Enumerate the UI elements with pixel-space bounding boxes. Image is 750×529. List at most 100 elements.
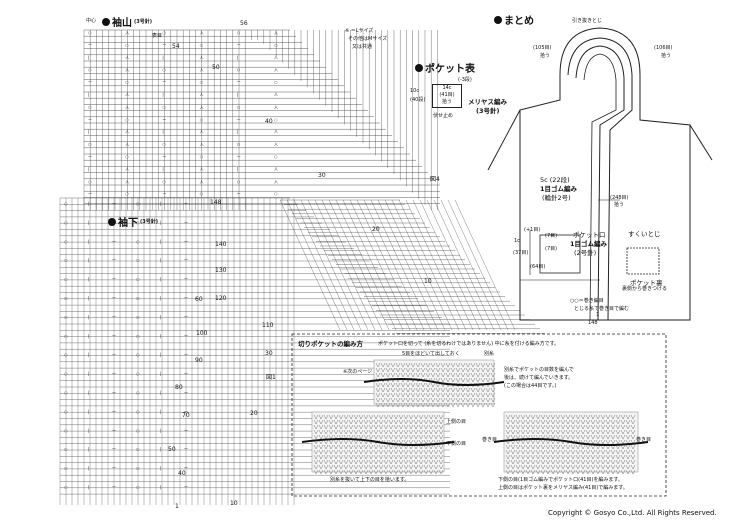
stitch-symbol: | bbox=[160, 220, 161, 225]
knit-stitch bbox=[440, 387, 446, 393]
stitch-symbol: | bbox=[160, 485, 161, 490]
knit-stitch bbox=[415, 382, 421, 388]
stitch-symbol: 入 bbox=[274, 30, 278, 35]
knit-stitch bbox=[353, 429, 359, 435]
stitch-symbol: ○ bbox=[136, 390, 140, 395]
knit-stitch bbox=[398, 469, 404, 475]
knit-stitch bbox=[490, 367, 496, 373]
stitch-symbol: ○ bbox=[125, 80, 129, 85]
knit-stitch bbox=[380, 372, 386, 378]
knit-stitch bbox=[440, 367, 446, 373]
knit-stitch bbox=[550, 464, 556, 470]
knit-stitch bbox=[400, 402, 406, 408]
knit-stitch bbox=[620, 449, 626, 455]
stitch-symbol: ー bbox=[184, 220, 188, 225]
assembly-top: 引き抜きとじ bbox=[572, 18, 603, 24]
knit-stitch bbox=[395, 367, 401, 373]
grid-line bbox=[405, 199, 467, 331]
knit-stitch bbox=[415, 387, 421, 393]
knit-stitch bbox=[363, 449, 369, 455]
knit-stitch bbox=[333, 439, 339, 445]
knit-stitch bbox=[358, 419, 364, 425]
left-plus-1: (+1目) bbox=[524, 227, 541, 233]
knit-stitch bbox=[378, 454, 384, 460]
knit-stitch bbox=[515, 444, 521, 450]
knit-stitch bbox=[455, 367, 461, 373]
row-num-56: 56 bbox=[240, 20, 248, 27]
knit-stitch bbox=[480, 362, 486, 368]
knit-stitch bbox=[413, 424, 419, 430]
separate-yarn-line bbox=[363, 378, 505, 386]
grid-line bbox=[384, 199, 446, 331]
assembly-note-2: とじる糸で巻き目で編む bbox=[574, 306, 630, 312]
knit-stitch bbox=[480, 377, 486, 383]
knit-stitch bbox=[605, 454, 611, 460]
knit-stitch bbox=[423, 444, 429, 450]
knit-stitch bbox=[555, 414, 561, 420]
knit-stitch bbox=[440, 372, 446, 378]
knit-stitch bbox=[555, 434, 561, 440]
knit-stitch bbox=[388, 444, 394, 450]
stitch-symbol: 入 bbox=[125, 67, 129, 72]
knit-stitch bbox=[413, 419, 419, 425]
knit-stitch bbox=[610, 424, 616, 430]
knit-stitch bbox=[600, 454, 606, 460]
stitch-symbol: ○ bbox=[237, 142, 241, 147]
knit-stitch bbox=[485, 367, 491, 373]
knit-stitch bbox=[515, 424, 521, 430]
knit-stitch bbox=[565, 424, 571, 430]
knit-stitch bbox=[475, 377, 481, 383]
stitch-symbol: ○ bbox=[125, 42, 129, 47]
knit-stitch bbox=[520, 419, 526, 425]
knit-stitch bbox=[630, 444, 636, 450]
knit-stitch bbox=[620, 464, 626, 470]
row-num-20: 20 bbox=[250, 410, 258, 417]
bullet-icon bbox=[102, 17, 110, 26]
knit-stitch bbox=[388, 424, 394, 430]
knit-stitch bbox=[388, 469, 394, 475]
knit-stitch bbox=[465, 387, 471, 393]
hood-left-pick: 拾う bbox=[540, 53, 551, 59]
knit-stitch bbox=[445, 397, 451, 403]
knit-stitch bbox=[605, 434, 611, 440]
stitch-symbol: | bbox=[88, 296, 89, 301]
pocket-back: ポケット裏 bbox=[630, 279, 663, 287]
knit-stitch bbox=[380, 387, 386, 393]
knit-stitch bbox=[610, 414, 616, 420]
knit-stitch bbox=[625, 444, 631, 450]
knit-stitch bbox=[535, 469, 541, 475]
knit-stitch bbox=[505, 449, 511, 455]
knit-stitch bbox=[580, 429, 586, 435]
knit-stitch bbox=[430, 392, 436, 398]
grid-line bbox=[377, 199, 439, 331]
instruction-1: 別糸でポケットの目数を編んで bbox=[504, 367, 574, 373]
knit-stitch bbox=[433, 449, 439, 455]
knit-stitch bbox=[410, 387, 416, 393]
figure-1-label: 図1 bbox=[266, 374, 276, 381]
knit-stitch bbox=[358, 459, 364, 465]
knit-stitch bbox=[405, 387, 411, 393]
stitch-symbol: | bbox=[160, 447, 161, 452]
knit-stitch bbox=[605, 424, 611, 430]
knit-stitch bbox=[425, 377, 431, 383]
knit-stitch bbox=[435, 402, 441, 408]
stitch-symbol: | bbox=[160, 352, 161, 357]
knit-stitch bbox=[428, 419, 434, 425]
stitch-symbol: ○ bbox=[88, 104, 92, 109]
grid-line bbox=[426, 199, 488, 331]
stitch-symbol: ー bbox=[162, 117, 166, 122]
stitch-symbol: ー bbox=[184, 428, 188, 433]
knit-stitch bbox=[313, 434, 319, 440]
assembly-note-1: ○○＝巻き編目 bbox=[570, 298, 604, 304]
knit-stitch bbox=[520, 469, 526, 475]
grid-line bbox=[328, 199, 390, 331]
knit-stitch bbox=[460, 402, 466, 408]
knit-stitch bbox=[575, 419, 581, 425]
knit-stitch bbox=[353, 439, 359, 445]
knit-stitch bbox=[383, 424, 389, 430]
knit-stitch bbox=[590, 464, 596, 470]
knit-stitch bbox=[343, 419, 349, 425]
knit-stitch bbox=[390, 397, 396, 403]
stitch-symbol: | bbox=[160, 258, 161, 263]
knit-stitch bbox=[610, 449, 616, 455]
